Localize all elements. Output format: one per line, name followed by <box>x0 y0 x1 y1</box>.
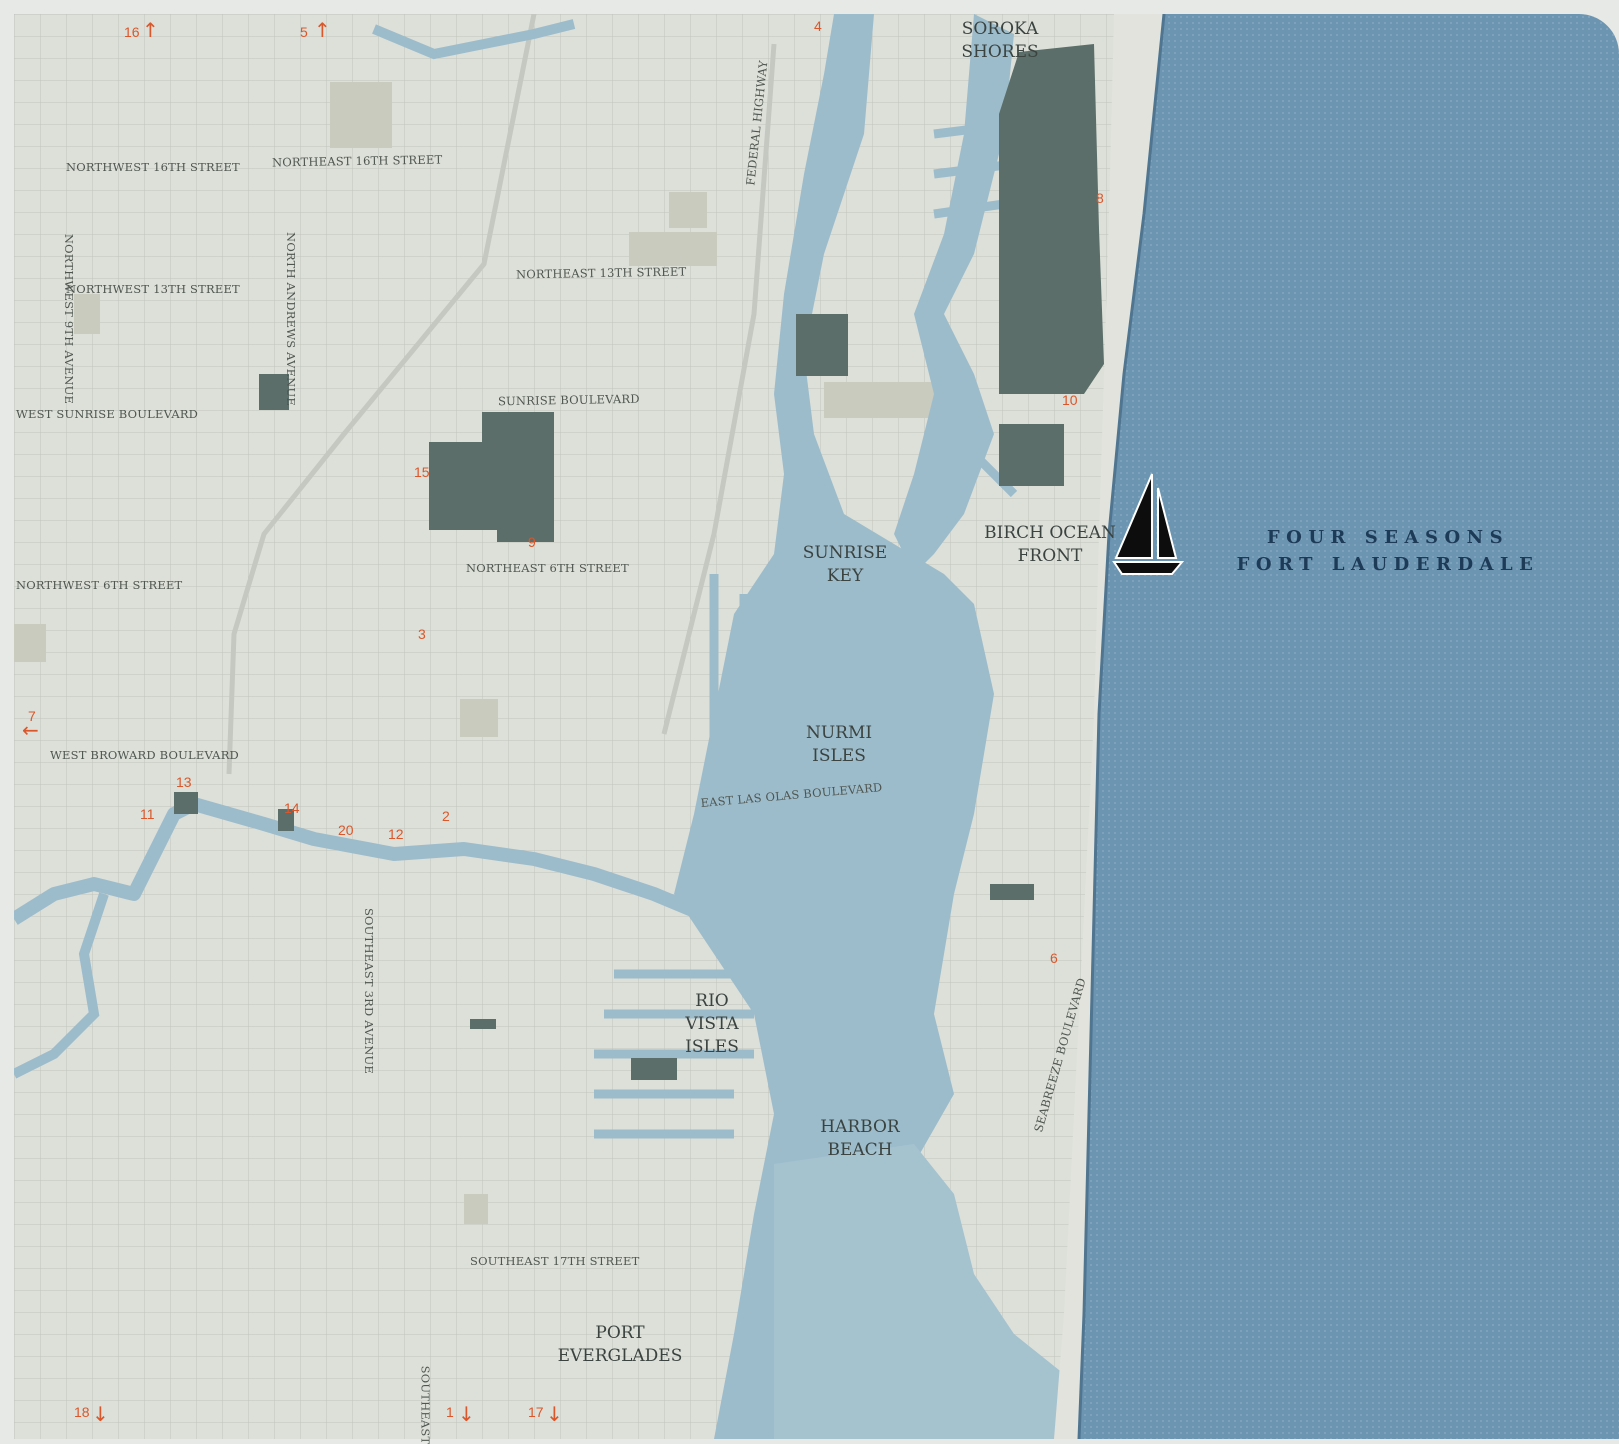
atlantic-ocean <box>1079 14 1619 1439</box>
arrow-left-icon: ← <box>22 718 39 742</box>
marker-15[interactable]: 15 <box>414 464 430 480</box>
marker-12[interactable]: 12 <box>388 826 404 842</box>
marker-9[interactable]: 9 <box>528 534 536 550</box>
marker-14[interactable]: 14 <box>284 800 300 816</box>
beach <box>1054 14 1164 1439</box>
street-nw-9th: NORTHWEST 9TH AVENUE <box>62 233 77 405</box>
marker-5[interactable]: 5 <box>300 24 308 40</box>
street-se-3rd: SOUTHEAST 3RD AVENUE <box>362 907 377 1075</box>
street-southeast: SOUTHEAST <box>418 1365 433 1444</box>
marker-16[interactable]: 16 <box>124 24 140 40</box>
street-nw-16th: NORTHWEST 16TH STREET <box>66 160 240 174</box>
marker-7[interactable]: 7 <box>28 708 36 724</box>
street-ne-6th: NORTHEAST 6TH STREET <box>466 561 629 575</box>
marker-20[interactable]: 20 <box>338 822 354 838</box>
street-north-andrews: NORTH ANDREWS AVENUE <box>283 232 298 406</box>
marker-17[interactable]: 17 <box>528 1404 544 1420</box>
street-west-sunrise: WEST SUNRISE BOULEVARD <box>16 407 199 421</box>
marker-6[interactable]: 6 <box>1050 950 1058 966</box>
arrow-down-icon: ↓ <box>458 1402 475 1426</box>
arrow-up-icon: ↑ <box>314 18 331 42</box>
street-se-17th: SOUTHEAST 17TH STREET <box>470 1254 640 1268</box>
isle-canals <box>594 119 1018 1139</box>
park-9 <box>429 412 554 542</box>
park-8 <box>999 44 1104 394</box>
map-frame <box>14 14 1619 1439</box>
marker-1[interactable]: 1 <box>446 1404 454 1420</box>
park-10 <box>999 424 1064 486</box>
map-canvas[interactable] <box>14 14 1619 1439</box>
new-river <box>14 797 778 961</box>
hotel-name-line1: FOUR SEASONS <box>1266 527 1510 548</box>
street-nw-6th: NORTHWEST 6TH STREET <box>16 578 183 592</box>
street-ne-16th: NORTHEAST 16TH STREET <box>271 152 443 170</box>
hood-birch-ocean-front: BIRCH OCEAN FRONT <box>984 523 1116 566</box>
marker-2[interactable]: 2 <box>442 808 450 824</box>
buildings <box>14 82 934 1224</box>
hotel-name-label: FOUR SEASONS FORT LAUDERDALE <box>1198 524 1578 578</box>
lake-channel <box>894 14 1014 574</box>
hood-rio-vista-isles: RIO VISTA ISLES <box>685 991 739 1057</box>
hotel-name-line2: FORT LAUDERDALE <box>1236 554 1540 575</box>
marker-11[interactable]: 11 <box>140 806 155 822</box>
marker-18[interactable]: 18 <box>74 1404 90 1420</box>
street-west-broward: WEST BROWARD BOULEVARD <box>50 748 239 762</box>
hood-soroka-shores: SOROKA SHORES <box>961 19 1039 62</box>
river-branch <box>14 892 109 1079</box>
street-sunrise-blvd: SUNRISE BOULEVARD <box>497 391 640 409</box>
arrow-up-icon: ↑ <box>142 18 159 42</box>
arrow-down-icon: ↓ <box>92 1402 109 1426</box>
shoreline-surf <box>1077 14 1166 1439</box>
diagonal-streets <box>226 14 777 775</box>
hood-port-everglades: PORT EVERGLADES <box>557 1323 683 1366</box>
north-fork <box>372 19 576 60</box>
hood-nurmi-isles: NURMI ISLES <box>805 723 873 766</box>
marker-10[interactable]: 10 <box>1062 392 1078 408</box>
harbor-basin <box>774 1144 1074 1439</box>
street-ne-13th: NORTHEAST 13TH STREET <box>515 264 687 282</box>
hood-harbor-beach: HARBOR BEACH <box>820 1117 900 1160</box>
arrow-down-icon: ↓ <box>546 1402 563 1426</box>
sailboat-icon[interactable] <box>1112 470 1184 578</box>
marker-13[interactable]: 13 <box>176 774 192 790</box>
parks <box>174 44 1104 1080</box>
marker-4[interactable]: 4 <box>814 18 822 34</box>
street-nw-13th: NORTHWEST 13TH STREET <box>66 282 240 296</box>
marker-3[interactable]: 3 <box>418 626 426 642</box>
hood-sunrise-key: SUNRISE KEY <box>802 543 888 586</box>
marker-8[interactable]: 8 <box>1096 190 1104 206</box>
